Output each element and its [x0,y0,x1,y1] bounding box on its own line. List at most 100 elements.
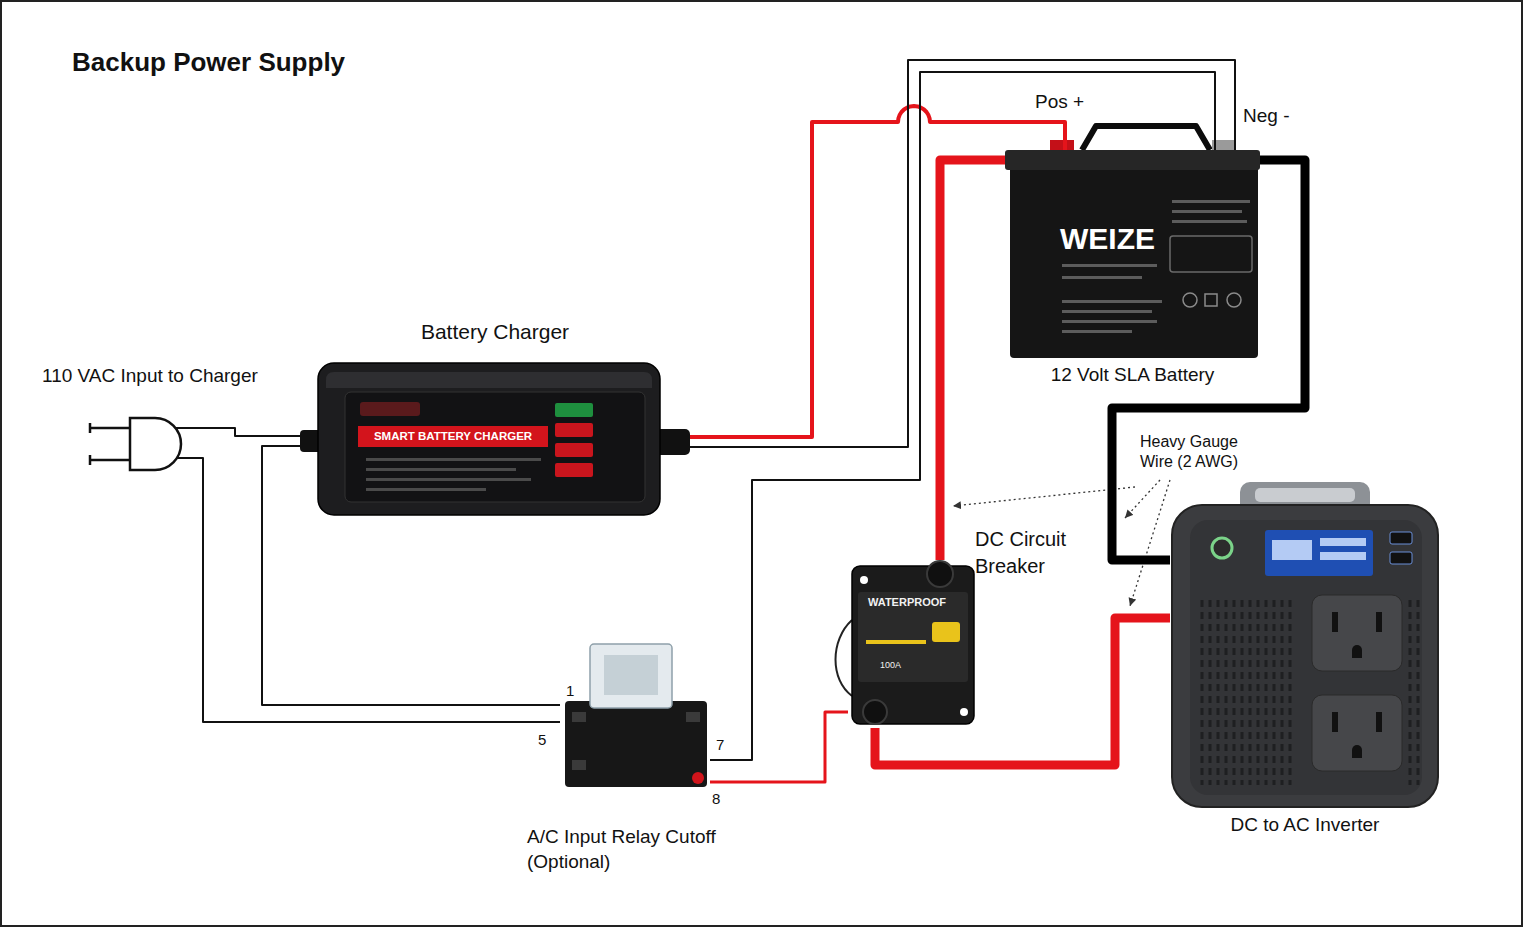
battery-illustration [1170,236,1252,272]
charger-illustration [366,478,531,481]
component-label: DC Circuit Breaker [975,526,1087,580]
inverter-illustration [1312,595,1402,671]
inverter-illustration [1352,645,1362,658]
inverter-illustration [1332,712,1338,732]
battery-illustration [1062,330,1132,333]
breaker-node: DC Circuit Breaker [848,560,978,728]
leader-arrow [1125,480,1160,518]
inverter-illustration [1265,530,1373,576]
heavy-gauge-wire [1112,160,1305,560]
battery-illustration [1172,220,1247,223]
battery-illustration [1062,264,1157,267]
product-text: SMART BATTERY CHARGER [358,427,548,446]
relay-illustration [572,712,586,722]
wire [181,428,300,436]
pin-number: 8 [712,790,720,809]
wire-note: Heavy Gauge Wire (2 AWG) [1140,432,1252,472]
battery-illustration [1062,320,1157,323]
inverter-illustration [1255,488,1355,502]
charger-illustration [366,458,541,461]
breaker-illustration [836,561,975,724]
charger-illustration [326,372,652,388]
inverter-illustration [1212,538,1232,558]
brand-text: WEIZE [1060,220,1155,258]
charger-illustration [358,426,548,447]
wire [690,106,1065,437]
pin-number: 1 [566,682,574,701]
charger-illustration [555,403,593,417]
terminal-label: Pos + [1035,90,1084,114]
battery-illustration [1062,300,1162,303]
wire [710,712,848,782]
inverter-illustration [1320,552,1366,560]
charger-illustration [360,402,420,416]
terminal-label: Neg - [1243,104,1289,128]
inverter-illustration [1376,712,1382,732]
inverter-node: DC to AC Inverter [1170,480,1440,810]
battery-illustration [1005,126,1260,358]
charger-illustration [366,468,516,471]
charger-illustration [555,463,593,477]
diagram-title: Backup Power Supply [72,46,345,79]
breaker-illustration [852,566,974,724]
inverter-illustration [1312,695,1402,771]
battery-illustration [1183,293,1197,307]
inverter-illustration [1390,532,1412,544]
inverter-illustration [1272,540,1312,560]
relay-illustration [565,644,707,787]
wire [710,72,1215,760]
inverter-illustration [1320,538,1366,546]
breaker-illustration [960,708,968,716]
wire [690,60,1235,447]
component-label: 12 Volt SLA Battery [1051,363,1215,387]
inverter-illustration [1410,600,1418,785]
heavy-gauge-wire [875,618,1170,765]
charger-illustration [318,363,660,515]
relay-illustration [604,655,658,695]
charger-illustration [366,488,486,491]
leader-arrow [1130,480,1170,606]
product-text: WATERPROOF [868,596,946,610]
charger-illustration [555,423,593,437]
battery-illustration [1227,293,1241,307]
battery-illustration [1082,126,1210,150]
battery-illustration [1062,276,1142,279]
wire [262,446,560,705]
inverter-illustration [1390,552,1412,564]
rating-text: 100A [880,660,901,671]
inverter-illustration [1376,612,1382,632]
inverter-illustration [1202,600,1290,785]
relay-node: A/C Input Relay Cutoff (Optional) [560,640,710,790]
relay-illustration [572,760,586,770]
breaker-illustration [932,622,960,642]
battery-illustration [1062,310,1152,313]
pin-number: 7 [716,736,724,755]
battery-illustration [1005,150,1260,170]
charger-illustration [555,443,593,457]
battery-illustration [1172,210,1242,213]
pin-number: 5 [538,731,546,750]
inverter-illustration [1172,482,1438,807]
plug-node: 110 VAC Input to Charger [88,415,181,473]
inverter-illustration [1190,520,1422,795]
heavy-gauge-wire [940,160,1005,560]
leader-arrow [953,480,1170,606]
wire [181,458,560,722]
battery-illustration [1205,294,1217,306]
plug-symbol [130,418,181,470]
battery-node: 12 Volt SLA Battery [1005,150,1260,358]
breaker-illustration [863,700,887,724]
relay-illustration [686,712,700,722]
battery-illustration [1010,158,1258,358]
charger-node: Battery Charger [300,363,690,515]
plug-symbol [175,428,182,458]
plug-symbol [90,423,130,465]
inverter-illustration [1332,612,1338,632]
relay-illustration [692,772,704,784]
